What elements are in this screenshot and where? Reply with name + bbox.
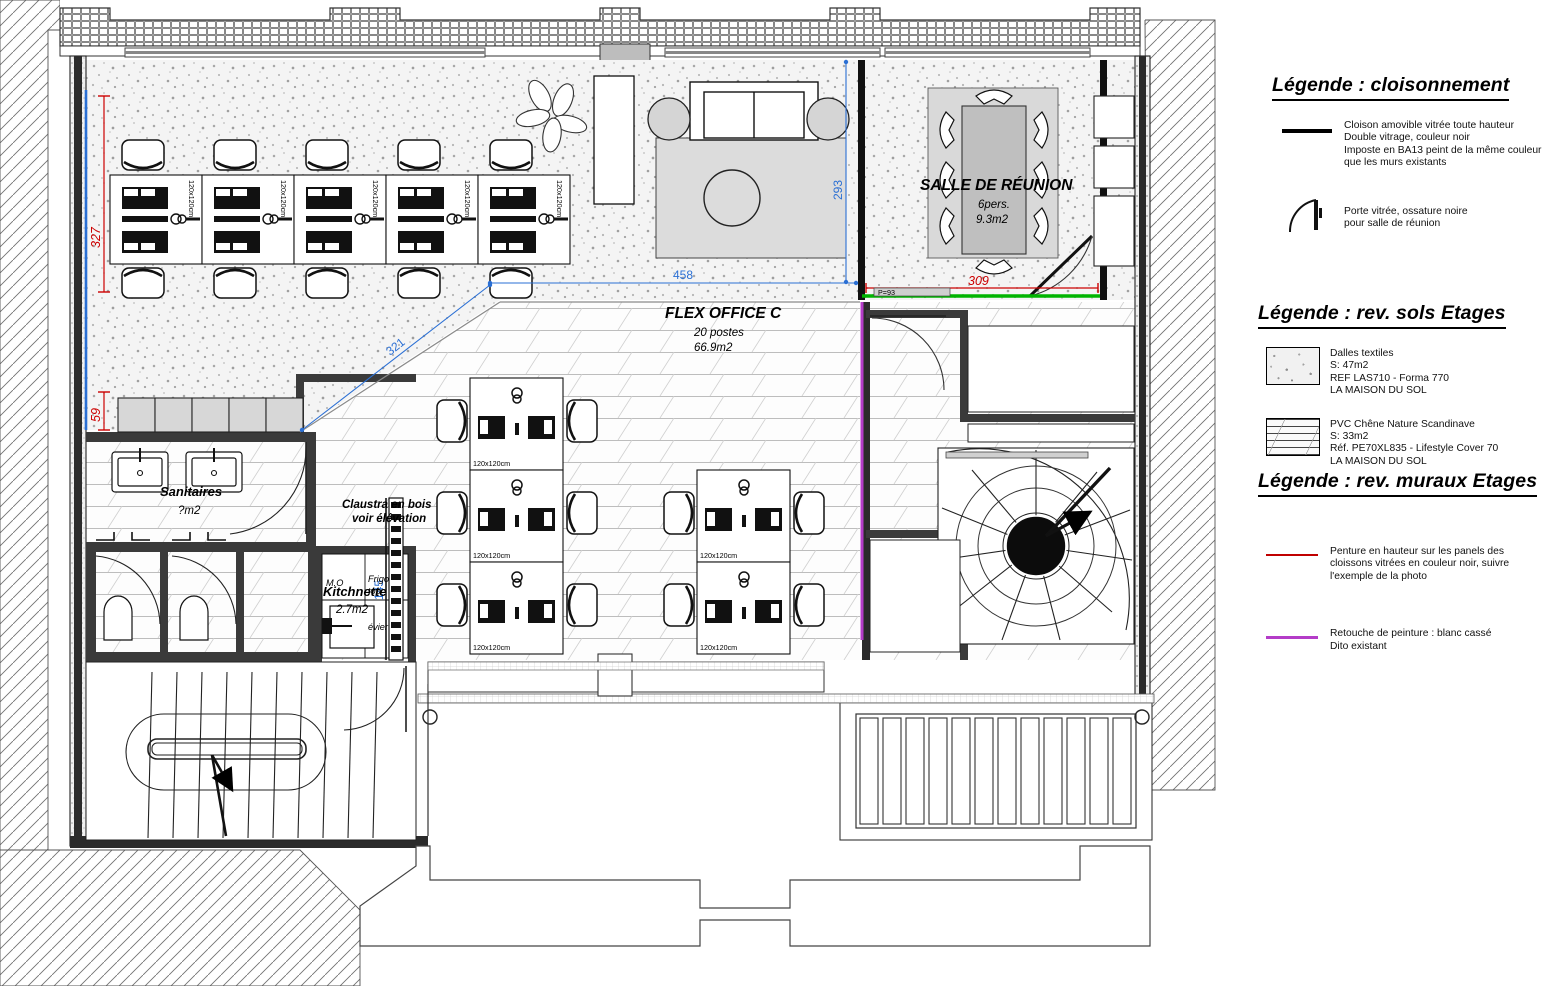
kitchnette-title: Kitchnette [323,584,387,599]
pvc-swatch-symbol [1258,417,1330,462]
legend-item-text: Dalles textiles S: 47m2 REF LAS710 - For… [1330,347,1449,398]
balustrade [417,693,1155,841]
lower-terrace-outline [359,653,1151,947]
legend-item-text: PVC Chêne Nature Scandinave S: 33m2 Réf.… [1330,418,1498,469]
violet-line-symbol [1258,627,1330,657]
meeting-room-capacity: 6pers. [978,199,1010,211]
desk-size-label: 120x120cm [463,180,472,217]
desk-size-label: 120x120cm [473,459,510,468]
claustra-label-1: Claustra en bois [342,499,431,511]
legend-rev-sols: Légende : rev. sols Etages Dalles textil… [1258,302,1540,470]
legend-line: REF LAS710 - Forma 770 [1330,372,1450,384]
dimension-145: 145 [372,580,386,600]
desk-size-label: 120x120cm [473,643,510,652]
legend-item-text: Penture en hauteur sur les panels des cl… [1330,545,1509,583]
dimension-309: 309 [968,274,989,288]
dimension-293: 293 [831,180,845,200]
fridge-label-2: top [368,586,381,596]
fridge-label-1: Frigo [368,574,389,584]
straight-staircase [85,661,417,841]
plant-icon [515,79,588,153]
legend-item-text: Cloison amovible vitrée toute hauteur Do… [1344,119,1541,170]
desk-size-label: 120x120cm [187,180,196,217]
legend-line: Dito existant [1330,640,1387,652]
flex-office-area: 66.9m2 [694,342,733,354]
legend-item: Dalles textiles S: 47m2 REF LAS710 - For… [1258,347,1540,398]
desk-size-label: 120x120cm [279,180,288,217]
sink-label: évier [368,622,389,632]
flex-office-title: FLEX OFFICE C [665,305,782,322]
legend-item: Retouche de peinture : blanc cassé Dito … [1258,627,1540,657]
desk-size-label: 120x120cm [700,551,737,560]
legend-line: l'exemple de la photo [1330,570,1427,582]
legend-line: Retouche de peinture : blanc cassé [1330,628,1492,640]
room-labels: FLEX OFFICE C 20 postes 66.9m2 SALLE DE … [160,177,1073,632]
partition-line-symbol [1272,119,1344,163]
plan-drawing-area: 120x120cm 120x120cm 120x120cm 120x120cm … [0,0,1216,986]
legend-line: pour salle de réunion [1344,218,1441,230]
sanitaires-area: ?m2 [178,505,201,517]
meeting-room-title: SALLE DE RÉUNION [920,177,1073,194]
spiral-staircase [937,447,1135,645]
carpet-swatch-symbol [1258,347,1330,391]
legend-line: Imposte en BA13 peint de la même couleur [1344,144,1542,156]
meeting-room-area: 9.3m2 [976,214,1009,226]
kitchnette-area: 2.7m2 [335,604,369,616]
legend-item-text: Retouche de peinture : blanc cassé Dito … [1330,627,1491,653]
kitchenette-fixtures [321,497,409,661]
legend-cloisonnement: Légende : cloisonnement Cloison amovible… [1272,74,1541,240]
sanitaires-title: Sanitaires [160,484,222,499]
legend-item: PVC Chêne Nature Scandinave S: 33m2 Réf.… [1258,417,1540,469]
legend-panel: Légende : cloisonnement Cloison amovible… [1250,0,1546,986]
plan-svg: 120x120cm 120x120cm 120x120cm 120x120cm … [0,0,1216,986]
legend-line: Réf. PE70XL835 - Lifestyle Cover 70 [1330,443,1499,455]
lounge-zone [515,75,850,259]
dimension-59: 59 [89,408,103,422]
dimensions-red: 327 59 309 P=93 [89,95,1099,431]
legend-line: LA MAISON DU SOL [1330,455,1427,467]
legend-item: Cloison amovible vitrée toute hauteur Do… [1272,119,1541,170]
legend-line: Porte vitrée, ossature noire [1344,205,1468,217]
dimension-327: 327 [89,226,103,248]
open-office-desk-row: 120x120cm 120x120cm 120x120cm 120x120cm … [109,139,571,299]
misc-structure [299,95,1135,653]
dimensions-blue: 458 321 293 145 [299,59,859,600]
claustra-wood-screen [385,497,404,661]
legend-rev-muraux: Légende : rev. muraux Etages Penture en … [1258,470,1540,659]
legend-line: cloissons vitrées en couleur noir, suivr… [1330,558,1510,570]
legend-line: Penture en hauteur sur les panels des [1330,546,1505,557]
legend-line: LA MAISON DU SOL [1330,385,1427,397]
claustra-label-2: voir élévation [352,513,426,525]
legend-line: S: 33m2 [1330,431,1369,443]
desk-size-label: 120x120cm [473,551,510,560]
door-icon [1288,198,1322,232]
desk-size-label: 120x120cm [700,643,737,652]
door-swing-symbol [1272,194,1344,238]
legend-line: que les murs existants [1344,157,1447,169]
legend-rev-sols-title: Légende : rev. sols Etages [1258,302,1506,329]
facade-walls [59,7,1141,71]
legend-line: PVC Chêne Nature Scandinave [1330,418,1475,430]
legend-line: Dalles textiles [1330,348,1394,359]
legend-cloisonnement-title: Légende : cloisonnement [1272,74,1510,101]
sanitaires-fixtures [95,397,307,641]
legend-line: Double vitrage, couleur noir [1344,132,1470,144]
desk-size-label: 120x120cm [555,180,564,217]
flex-office-capacity: 20 postes [693,327,744,339]
legend-line: Cloison amovible vitrée toute hauteur [1344,120,1514,131]
red-line-symbol [1258,545,1330,575]
legend-rev-muraux-title: Légende : rev. muraux Etages [1258,470,1538,497]
desk-size-label: 120x120cm [371,180,380,217]
salle-de-reunion-zone [927,87,1059,275]
legend-item: Penture en hauteur sur les panels des cl… [1258,545,1540,583]
legend-item-text: Porte vitrée, ossature noire pour salle … [1344,194,1468,231]
legend-item: Porte vitrée, ossature noire pour salle … [1272,194,1540,238]
microwave-label: M.O [326,578,343,588]
legend-line: S: 47m2 [1330,360,1369,372]
dimension-458: 458 [673,268,693,282]
door-width-label: P=93 [878,288,895,297]
